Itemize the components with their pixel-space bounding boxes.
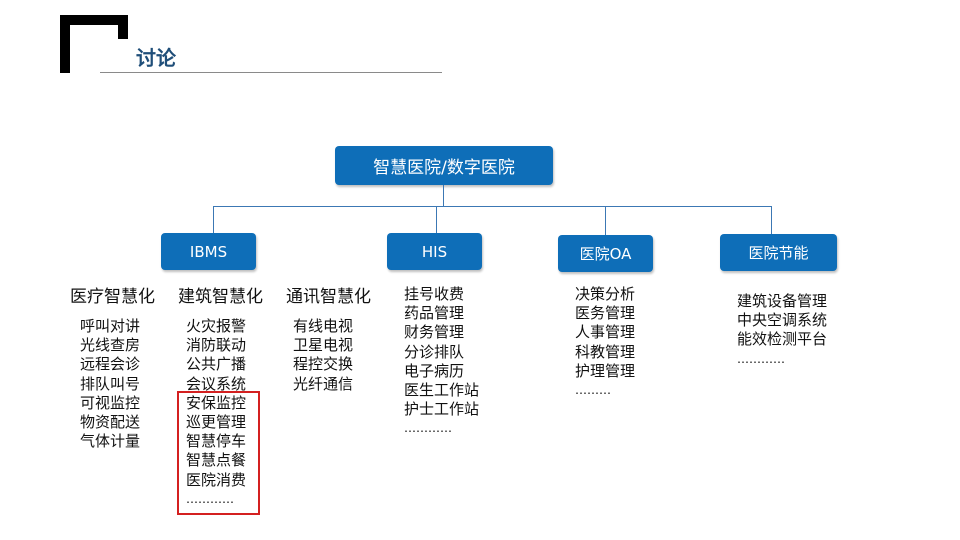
list-building: 火灾报警 消防联动 公共广播 会议系统 安保监控 巡更管理 智慧停车 智慧点餐 … (186, 317, 246, 509)
node-his-label: HIS (421, 242, 448, 261)
list-energy: 建筑设备管理 中央空调系统 能效检测平台 ………… (737, 292, 827, 369)
list-item: 医院消费 (186, 470, 247, 489)
list-item: ………… (186, 491, 234, 506)
node-oa: 医院OA (558, 235, 653, 272)
corner-bracket-left (60, 15, 70, 73)
connector-oa (605, 206, 606, 235)
list-item: 会议系统 (186, 374, 247, 393)
list-item: 气体计量 (80, 432, 141, 451)
slide-title: 讨论 (136, 46, 176, 70)
list-item: 有线电视 (293, 317, 354, 335)
list-item: 程控交换 (293, 355, 354, 374)
connector-horizontal (213, 206, 772, 207)
node-ibms: IBMS (161, 233, 256, 270)
connector-his (436, 206, 437, 233)
group-heading-telecom: 通讯智慧化 (286, 287, 371, 307)
group-heading-building: 建筑智慧化 (178, 287, 263, 307)
node-oa-label: 医院OA (579, 245, 632, 263)
list-item: 排队叫号 (80, 374, 141, 393)
list-item: 科教管理 (575, 342, 636, 361)
list-item: 挂号收费 (404, 285, 465, 303)
list-item: ………… (737, 351, 785, 366)
list-item: ……… (575, 383, 611, 398)
list-item: 可视监控 (80, 393, 141, 412)
connector-energy (771, 206, 772, 234)
corner-bracket-top (60, 15, 128, 25)
connector-ibms (213, 206, 214, 233)
list-item: 医生工作站 (404, 381, 480, 400)
group-heading-medical: 医疗智慧化 (70, 287, 155, 307)
list-item: 光线查房 (80, 336, 141, 355)
list-item: 电子病历 (404, 361, 465, 380)
node-his: HIS (387, 233, 482, 270)
list-item: 决策分析 (575, 285, 636, 303)
list-telecom: 有线电视 卫星电视 程控交换 光纤通信 (293, 317, 353, 394)
list-item: 药品管理 (404, 304, 465, 323)
node-ibms-label: IBMS (189, 242, 228, 261)
list-item: 能效检测平台 (737, 330, 828, 349)
corner-bracket-tip (118, 15, 128, 39)
list-item: 消防联动 (186, 336, 247, 355)
list-oa: 决策分析 医务管理 人事管理 科教管理 护理管理 ……… (575, 285, 635, 400)
title-underline (100, 72, 442, 73)
list-his: 挂号收费 药品管理 财务管理 分诊排队 电子病历 医生工作站 护士工作站 ………… (404, 285, 479, 439)
list-item: 火灾报警 (186, 317, 247, 335)
list-item: 护理管理 (575, 361, 636, 380)
list-item: 中央空调系统 (737, 311, 828, 330)
list-item: 智慧点餐 (186, 451, 247, 470)
list-item: 人事管理 (575, 323, 636, 342)
node-energy: 医院节能 (720, 234, 837, 271)
list-item: 财务管理 (404, 323, 465, 342)
list-item: 公共广播 (186, 355, 247, 374)
list-item: 智慧停车 (186, 432, 247, 451)
list-item: 护士工作站 (404, 400, 480, 419)
list-item: 医务管理 (575, 304, 636, 323)
list-item: 巡更管理 (186, 413, 247, 432)
list-item: 光纤通信 (293, 374, 354, 393)
list-item: 安保监控 (186, 393, 247, 412)
list-item: 远程会诊 (80, 355, 141, 374)
node-energy-label: 医院节能 (748, 244, 809, 262)
root-node: 智慧医院/数字医院 (335, 146, 553, 185)
connector-root-down (443, 185, 444, 207)
list-item: 物资配送 (80, 413, 141, 432)
list-item: 卫星电视 (293, 336, 354, 355)
list-item: 建筑设备管理 (737, 292, 828, 310)
list-medical: 呼叫对讲 光线查房 远程会诊 排队叫号 可视监控 物资配送 气体计量 (80, 317, 140, 451)
root-node-label: 智慧医院/数字医院 (373, 158, 515, 178)
list-item: 呼叫对讲 (80, 317, 141, 335)
highlight-box (177, 391, 260, 515)
list-item: ………… (404, 421, 452, 436)
list-item: 分诊排队 (404, 342, 465, 361)
